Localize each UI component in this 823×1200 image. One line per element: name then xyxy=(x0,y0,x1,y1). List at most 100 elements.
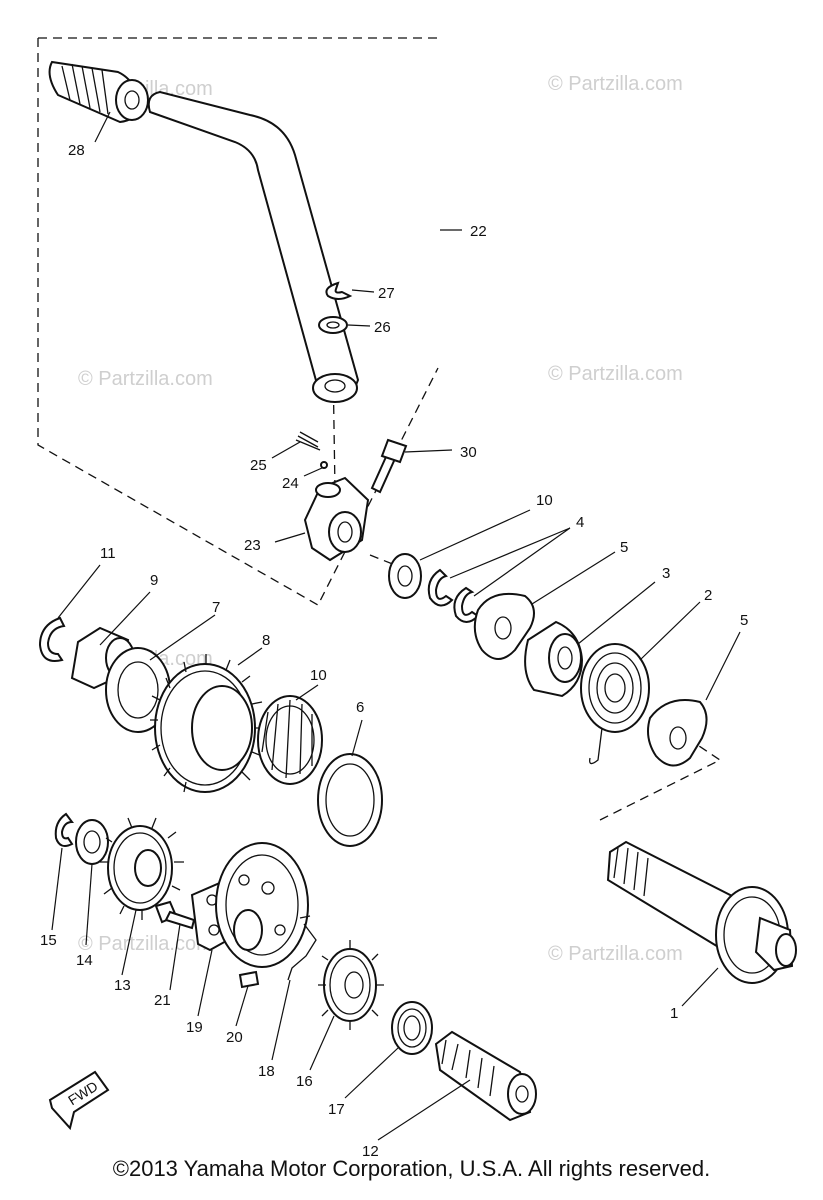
leader-line xyxy=(309,1015,335,1071)
shaft-guide-line xyxy=(599,739,722,821)
watermark: © Partzilla.com xyxy=(548,943,683,965)
watermark: © Partzilla.com xyxy=(548,73,683,95)
washer-part xyxy=(388,553,422,599)
leader-line xyxy=(169,923,181,991)
spring-guide-part xyxy=(524,620,584,698)
callout-7: 6 xyxy=(356,699,364,716)
leader-line xyxy=(121,909,137,976)
leader-line xyxy=(271,979,291,1061)
spring-part xyxy=(295,431,321,451)
callout-30: 30 xyxy=(460,444,477,461)
leader-line xyxy=(235,985,249,1027)
leader-line xyxy=(377,1079,471,1141)
callout-21: 20 xyxy=(226,1029,243,1046)
kick-shaft-part xyxy=(434,1030,537,1122)
leader-line xyxy=(404,449,453,453)
circlip-part xyxy=(427,568,454,607)
leader-line xyxy=(94,111,111,143)
callout-2: 2 xyxy=(704,587,712,604)
callout-25: 24 xyxy=(282,475,299,492)
leader-line xyxy=(347,324,371,327)
bolt-part xyxy=(370,438,408,494)
leader-line xyxy=(351,719,363,757)
circlip-part xyxy=(54,812,74,847)
leader-line xyxy=(577,581,656,645)
bearing-part xyxy=(257,695,323,785)
callout-19: 18 xyxy=(258,1063,275,1080)
circlip-part xyxy=(453,586,480,623)
leader-line xyxy=(51,847,63,931)
callout-3: 3 xyxy=(662,565,670,582)
bolt-part xyxy=(154,900,196,930)
leader-line xyxy=(85,863,93,946)
callout-18: 17 xyxy=(328,1101,345,1118)
callout-17: 16 xyxy=(296,1073,313,1090)
plate-part xyxy=(647,699,708,767)
callout-9: 8 xyxy=(262,632,270,649)
leader-line xyxy=(237,647,263,666)
callout-24: 23 xyxy=(244,537,261,554)
callout-6: 10 xyxy=(536,492,553,509)
callout-22: 21 xyxy=(154,992,171,1009)
leader-line xyxy=(351,289,375,293)
idle-gear-part xyxy=(100,817,184,920)
watermark: © Partzilla.com xyxy=(78,933,213,955)
leader-line xyxy=(149,614,216,661)
circlip-part xyxy=(38,616,66,662)
callout-27: 26 xyxy=(374,319,391,336)
callout-12: 11 xyxy=(100,545,116,562)
kick-grip-part xyxy=(48,60,149,124)
main-shaft-part xyxy=(606,840,797,984)
callout-5: 5 xyxy=(620,539,628,556)
callout-20: 19 xyxy=(186,1019,203,1036)
callout-15: 14 xyxy=(76,952,93,969)
callout-1: 1 xyxy=(670,1005,678,1022)
kick-boss-part xyxy=(303,476,370,562)
leader-line xyxy=(57,564,101,619)
callout-11: 10 xyxy=(310,667,327,684)
callout-5: 5 xyxy=(740,612,748,629)
callout-26: 25 xyxy=(250,457,267,474)
leader-line xyxy=(681,967,719,1007)
copyright-footer: ©2013 Yamaha Motor Corporation, U.S.A. A… xyxy=(112,1156,711,1181)
callout-16: 15 xyxy=(40,932,57,949)
watermark: © Partzilla.com xyxy=(548,363,683,385)
leader-line xyxy=(449,527,571,597)
callout-23: 22 xyxy=(470,223,487,240)
kick-gear-part xyxy=(150,654,266,793)
forward-direction-badge: FWD xyxy=(48,1070,110,1131)
clip-spring-part xyxy=(391,1001,433,1055)
leader-line xyxy=(303,467,323,477)
callout-10: 9 xyxy=(150,572,158,589)
callout-13: 12 xyxy=(362,1143,379,1160)
leader-line xyxy=(197,949,213,1017)
callout-4: 4 xyxy=(576,514,584,531)
leader-line xyxy=(295,684,319,701)
leader-line xyxy=(99,591,151,646)
callout-8: 7 xyxy=(212,599,220,616)
watermark: © Partzilla.com xyxy=(78,368,213,390)
leader-line xyxy=(705,631,741,701)
leader-line xyxy=(274,532,306,543)
leader-line xyxy=(639,601,701,661)
washer-part xyxy=(75,819,109,865)
callout-28: 27 xyxy=(378,285,395,302)
kick-ratchet-part xyxy=(215,842,309,968)
plate-part xyxy=(473,592,535,660)
kick-lever-arm xyxy=(147,90,360,403)
spring-clip-part xyxy=(287,915,317,981)
circlip-part xyxy=(325,281,353,300)
leader-line xyxy=(271,441,301,459)
torsion-spring-part xyxy=(580,643,650,765)
gear-part xyxy=(318,940,384,1030)
ball-part xyxy=(320,461,328,469)
leader-line xyxy=(419,509,531,561)
callout-29: 28 xyxy=(68,142,85,159)
leader-line xyxy=(344,1047,399,1099)
washer-part xyxy=(318,316,348,334)
leader-line xyxy=(531,551,616,605)
washer-part xyxy=(317,753,383,847)
callout-14: 13 xyxy=(114,977,131,994)
